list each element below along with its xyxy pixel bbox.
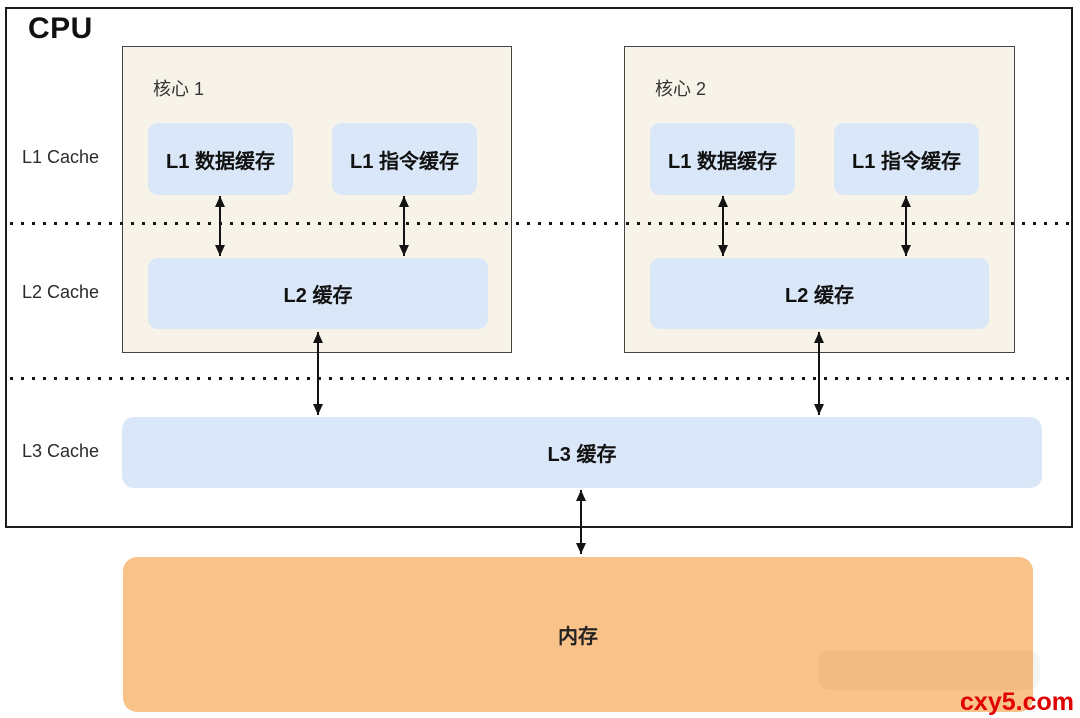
core1-l1-data-cache: L1 数据缓存	[148, 123, 293, 195]
core2-l1-inst-cache: L1 指令缓存	[834, 123, 979, 195]
core-1-name: 核心 1	[153, 79, 205, 99]
row-label-l2-cache: L2 Cache	[22, 282, 100, 302]
arrow-core1-l1inst-l2	[398, 196, 409, 256]
arrow-core2-l1inst-l2	[900, 196, 911, 256]
core-2-name: 核心 2	[655, 79, 707, 99]
arrow-l3-memory	[575, 490, 586, 554]
core1-l1-inst-cache: L1 指令缓存	[332, 123, 477, 195]
arrow-core1-l1data-l2	[214, 196, 225, 256]
core2-l2-cache: L2 缓存	[650, 258, 989, 329]
core2-l1-data-cache: L1 数据缓存	[650, 123, 795, 195]
memory-box: 内存	[123, 557, 1033, 712]
l2-l3-dotted-separator	[10, 377, 1070, 380]
row-label-l1-cache: L1 Cache	[22, 147, 100, 167]
arrow-core2-l2-l3	[813, 332, 824, 415]
arrow-core2-l1data-l2	[717, 196, 728, 256]
l3-cache: L3 缓存	[122, 417, 1042, 488]
row-label-l3-cache: L3 Cache	[22, 441, 100, 461]
site-watermark: cxy5.com	[960, 688, 1074, 716]
core1-l2-cache: L2 缓存	[148, 258, 488, 329]
l1-l2-dotted-separator	[10, 222, 1070, 225]
cpu-title: CPU	[28, 12, 93, 45]
arrow-core1-l2-l3	[312, 332, 323, 415]
watermark-smudge	[818, 650, 1040, 690]
